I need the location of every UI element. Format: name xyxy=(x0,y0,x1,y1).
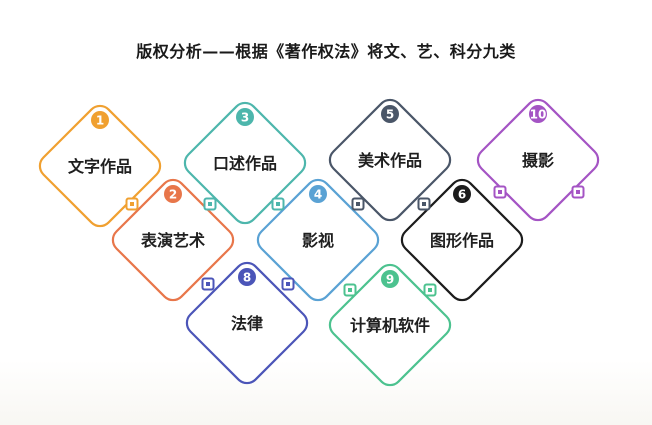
connector-node-dot xyxy=(276,202,280,206)
number-badge xyxy=(381,270,399,288)
number-badge xyxy=(453,185,471,203)
connector-node-dot xyxy=(208,202,212,206)
card-label: 影视 xyxy=(302,231,334,250)
card-label: 表演艺术 xyxy=(140,231,205,250)
connector-node-dot xyxy=(286,282,290,286)
card-diamond xyxy=(328,263,452,387)
connector-node-dot xyxy=(428,288,432,292)
connector-node-dot xyxy=(206,282,210,286)
card-4: 4 影视 xyxy=(256,178,380,302)
number-badge-text: 10 xyxy=(530,108,547,122)
card-label: 口述作品 xyxy=(213,154,277,173)
card-label: 文字作品 xyxy=(68,157,132,176)
connector-node-dot xyxy=(130,202,134,206)
number-badge-text: 9 xyxy=(386,273,394,287)
number-badge xyxy=(238,268,256,286)
number-badge-text: 1 xyxy=(96,114,104,128)
card-label: 图形作品 xyxy=(430,231,494,250)
card-label: 摄影 xyxy=(522,151,554,170)
card-8: 9 计算机软件 xyxy=(328,263,452,387)
number-badge xyxy=(381,105,399,123)
card-label: 法律 xyxy=(231,314,263,333)
card-7: 8 法律 xyxy=(185,261,309,385)
card-3: 3 口述作品 xyxy=(183,101,307,225)
number-badge xyxy=(236,108,254,126)
connector-node-dot xyxy=(498,190,502,194)
card-6: 6 图形作品 xyxy=(400,178,524,302)
number-badge-text: 8 xyxy=(243,271,251,285)
page-title: 版权分析——根据《著作权法》将文、艺、科分九类 xyxy=(136,42,516,61)
connector-node-dot xyxy=(422,202,426,206)
number-badge xyxy=(309,185,327,203)
number-badge-text: 5 xyxy=(386,108,394,122)
number-badge-text: 2 xyxy=(169,188,177,202)
card-diamond xyxy=(183,101,307,225)
card-diamond xyxy=(256,178,380,302)
card-diamond xyxy=(328,98,452,222)
connector-node-dot xyxy=(348,288,352,292)
number-badge-text: 4 xyxy=(314,188,322,202)
card-1: 1 文字作品 xyxy=(38,104,162,228)
number-badge xyxy=(529,105,547,123)
card-diamond xyxy=(185,261,309,385)
number-badge xyxy=(91,111,109,129)
background-fade xyxy=(0,360,652,425)
card-label: 美术作品 xyxy=(358,151,422,170)
number-badge-text: 3 xyxy=(241,111,249,125)
number-badge xyxy=(164,185,182,203)
connector-node-dot xyxy=(356,202,360,206)
card-5: 5 美术作品 xyxy=(328,98,452,222)
card-9: 10 摄影 xyxy=(476,98,600,222)
card-label: 计算机软件 xyxy=(350,316,430,335)
number-badge-text: 6 xyxy=(458,188,466,202)
connector-node-dot xyxy=(576,190,580,194)
